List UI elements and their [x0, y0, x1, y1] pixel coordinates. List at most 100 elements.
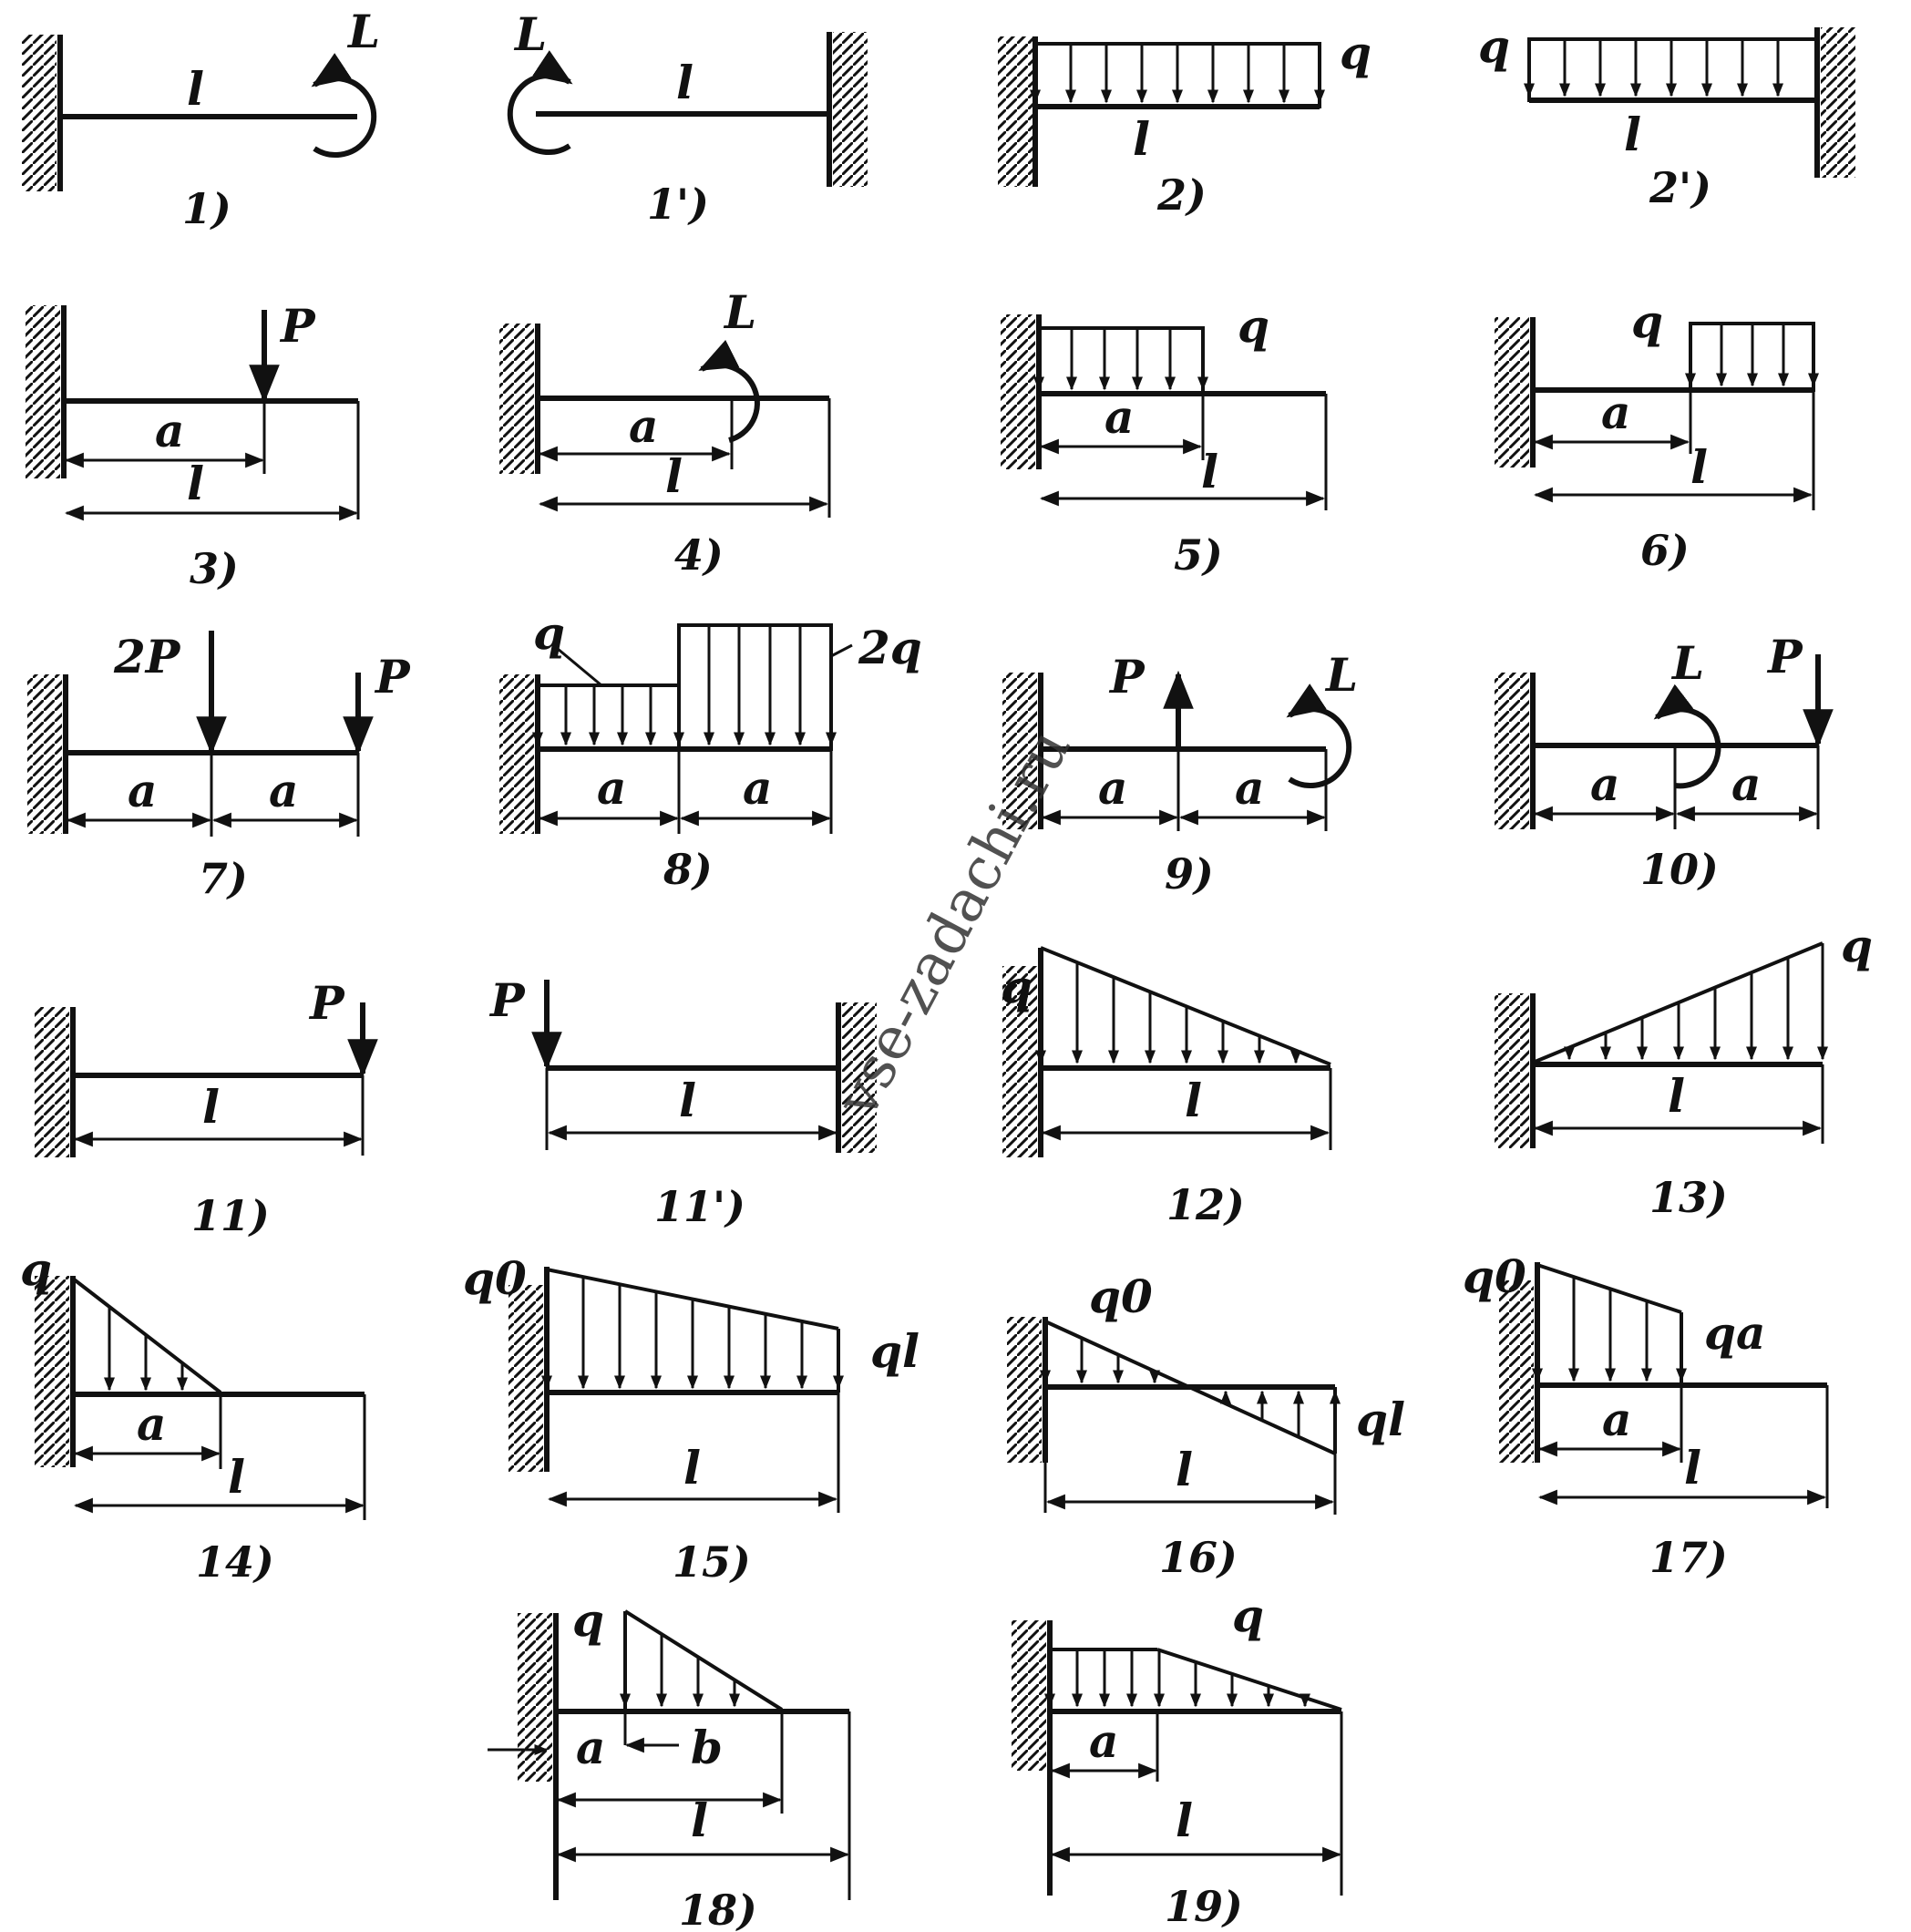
- wall-hatch: [518, 1613, 552, 1782]
- distributed-load-arrows: [1033, 328, 1208, 391]
- figure-1: L l 1): [22, 5, 380, 233]
- dimension-label-l: l: [1690, 440, 1708, 494]
- dimension-label-a2: a: [1235, 761, 1264, 815]
- load-label-q: q: [1841, 919, 1873, 972]
- load-label-P: P: [1766, 630, 1803, 683]
- load-label: P: [279, 299, 316, 353]
- figure-18: q a b l 18): [488, 1593, 851, 1932]
- load-label-ql: ql: [1356, 1392, 1405, 1446]
- figure-14: q a l 14): [20, 1242, 366, 1587]
- load-label: q: [1631, 294, 1663, 348]
- load-label-q: q: [572, 1593, 604, 1647]
- dimension-label-l: l: [665, 449, 683, 503]
- figure-caption: 18): [679, 1886, 757, 1932]
- distributed-load-arrows: [541, 1269, 844, 1390]
- load-label: L: [346, 5, 380, 58]
- dimension-label-l: l: [228, 1450, 245, 1504]
- figure-caption: 2'): [1649, 163, 1711, 212]
- distributed-load-arrows: [104, 1307, 188, 1392]
- figure-17: q0 qa a l 17): [1463, 1249, 1829, 1582]
- figure-caption: 16): [1159, 1533, 1238, 1582]
- load-label: q: [1478, 19, 1510, 73]
- figure-4: L a l 4): [499, 285, 831, 580]
- figure-13: q l 13): [1495, 919, 1873, 1222]
- dimension-label-l: l: [1176, 1443, 1193, 1496]
- dimension-label-l: l: [187, 457, 204, 510]
- dimension-label-a: a: [1602, 1392, 1631, 1446]
- distributed-load-arrows: [1035, 948, 1301, 1064]
- distributed-load-outline-q: [536, 683, 681, 751]
- figure-caption: 13): [1649, 1173, 1728, 1222]
- wall-hatch: [842, 1002, 877, 1153]
- wall-hatch: [1499, 1280, 1534, 1463]
- load-label-qa: qa: [1704, 1306, 1765, 1360]
- wall-hatch: [499, 324, 534, 474]
- figure-5: q a l 5): [1001, 299, 1328, 580]
- distributed-load-arrows: [1044, 1649, 1310, 1708]
- wall-hatch: [1001, 314, 1035, 469]
- distributed-load-outline: [1037, 326, 1205, 396]
- wall-hatch: [35, 1276, 69, 1467]
- figure-caption: 3): [190, 544, 239, 593]
- distributed-load-outline: [1527, 37, 1819, 102]
- figure-16: q0 ql l 16): [1007, 1269, 1405, 1582]
- figure-9: P L a a 9): [1002, 648, 1358, 899]
- dimension-label-a: a: [155, 404, 184, 457]
- figure-8: q 2q a a 8): [499, 606, 922, 894]
- figure-caption: 11'): [654, 1182, 745, 1231]
- dimension-label-l: l: [1176, 1793, 1193, 1847]
- wall-hatch: [833, 32, 868, 187]
- wall-hatch: [1495, 317, 1529, 468]
- load-label-2q: 2q: [858, 621, 922, 674]
- load-label-P: P: [488, 973, 526, 1027]
- moment-arc: [311, 53, 377, 158]
- wall-hatch: [26, 305, 60, 478]
- dimension-label-l: l: [202, 1080, 220, 1134]
- dimension-label-b: b: [691, 1721, 723, 1774]
- dimension-label-a: a: [1104, 390, 1134, 444]
- figure-7: 2P P a a 7): [27, 630, 411, 903]
- wall-hatch: [35, 1007, 69, 1157]
- wall-hatch: [499, 674, 534, 834]
- load-label-q: q: [20, 1242, 52, 1296]
- figure-11: P l 11): [35, 976, 378, 1240]
- distributed-load-arrows: [1564, 943, 1828, 1061]
- dimension-label-a1: a: [597, 761, 626, 815]
- figure-2: q l 2): [998, 26, 1372, 220]
- load-label: q: [1340, 26, 1372, 79]
- dimension-label-a: a: [629, 399, 658, 453]
- figure-caption: 17): [1649, 1533, 1728, 1582]
- load-label-q0: q0: [463, 1251, 527, 1305]
- dimension-label-a1: a: [128, 764, 157, 817]
- load-top-sloped: [1156, 1648, 1342, 1711]
- load-label-P: P: [308, 976, 345, 1030]
- figure-caption: 7): [199, 854, 248, 903]
- dimension-label-a: a: [576, 1721, 605, 1774]
- dimension-label: l: [676, 56, 694, 109]
- load-label: q: [1238, 299, 1269, 353]
- figure-caption: 14): [196, 1537, 274, 1587]
- dimension-label-l: l: [1684, 1441, 1701, 1495]
- moment-arc: [698, 339, 760, 443]
- distributed-load-arrows: [1524, 39, 1783, 98]
- wall-hatch: [1002, 966, 1037, 1157]
- distributed-load-outline-2q: [677, 623, 833, 751]
- load-label-P: P: [1108, 650, 1146, 704]
- distributed-load-arrows: [620, 1611, 740, 1708]
- load-label-2P: 2P: [113, 630, 181, 683]
- distributed-load-arrows-down: [1040, 1321, 1160, 1384]
- figure-caption: 8): [663, 845, 713, 894]
- distributed-load-arrows: [532, 625, 837, 746]
- dimension-label: l: [1133, 112, 1150, 166]
- dimension-label-a2: a: [1731, 757, 1761, 811]
- figure-caption: 11): [191, 1191, 270, 1240]
- load-label-L: L: [1670, 636, 1704, 690]
- distributed-load-arrows: [1532, 1265, 1687, 1382]
- dimension-label-a: a: [1601, 385, 1630, 439]
- load-label: L: [513, 7, 547, 61]
- dimension-label-a1: a: [1098, 761, 1127, 815]
- figure-caption: 9): [1165, 849, 1214, 899]
- figure-caption: 6): [1640, 526, 1690, 575]
- figure-1-prime: L l 1'): [507, 7, 868, 229]
